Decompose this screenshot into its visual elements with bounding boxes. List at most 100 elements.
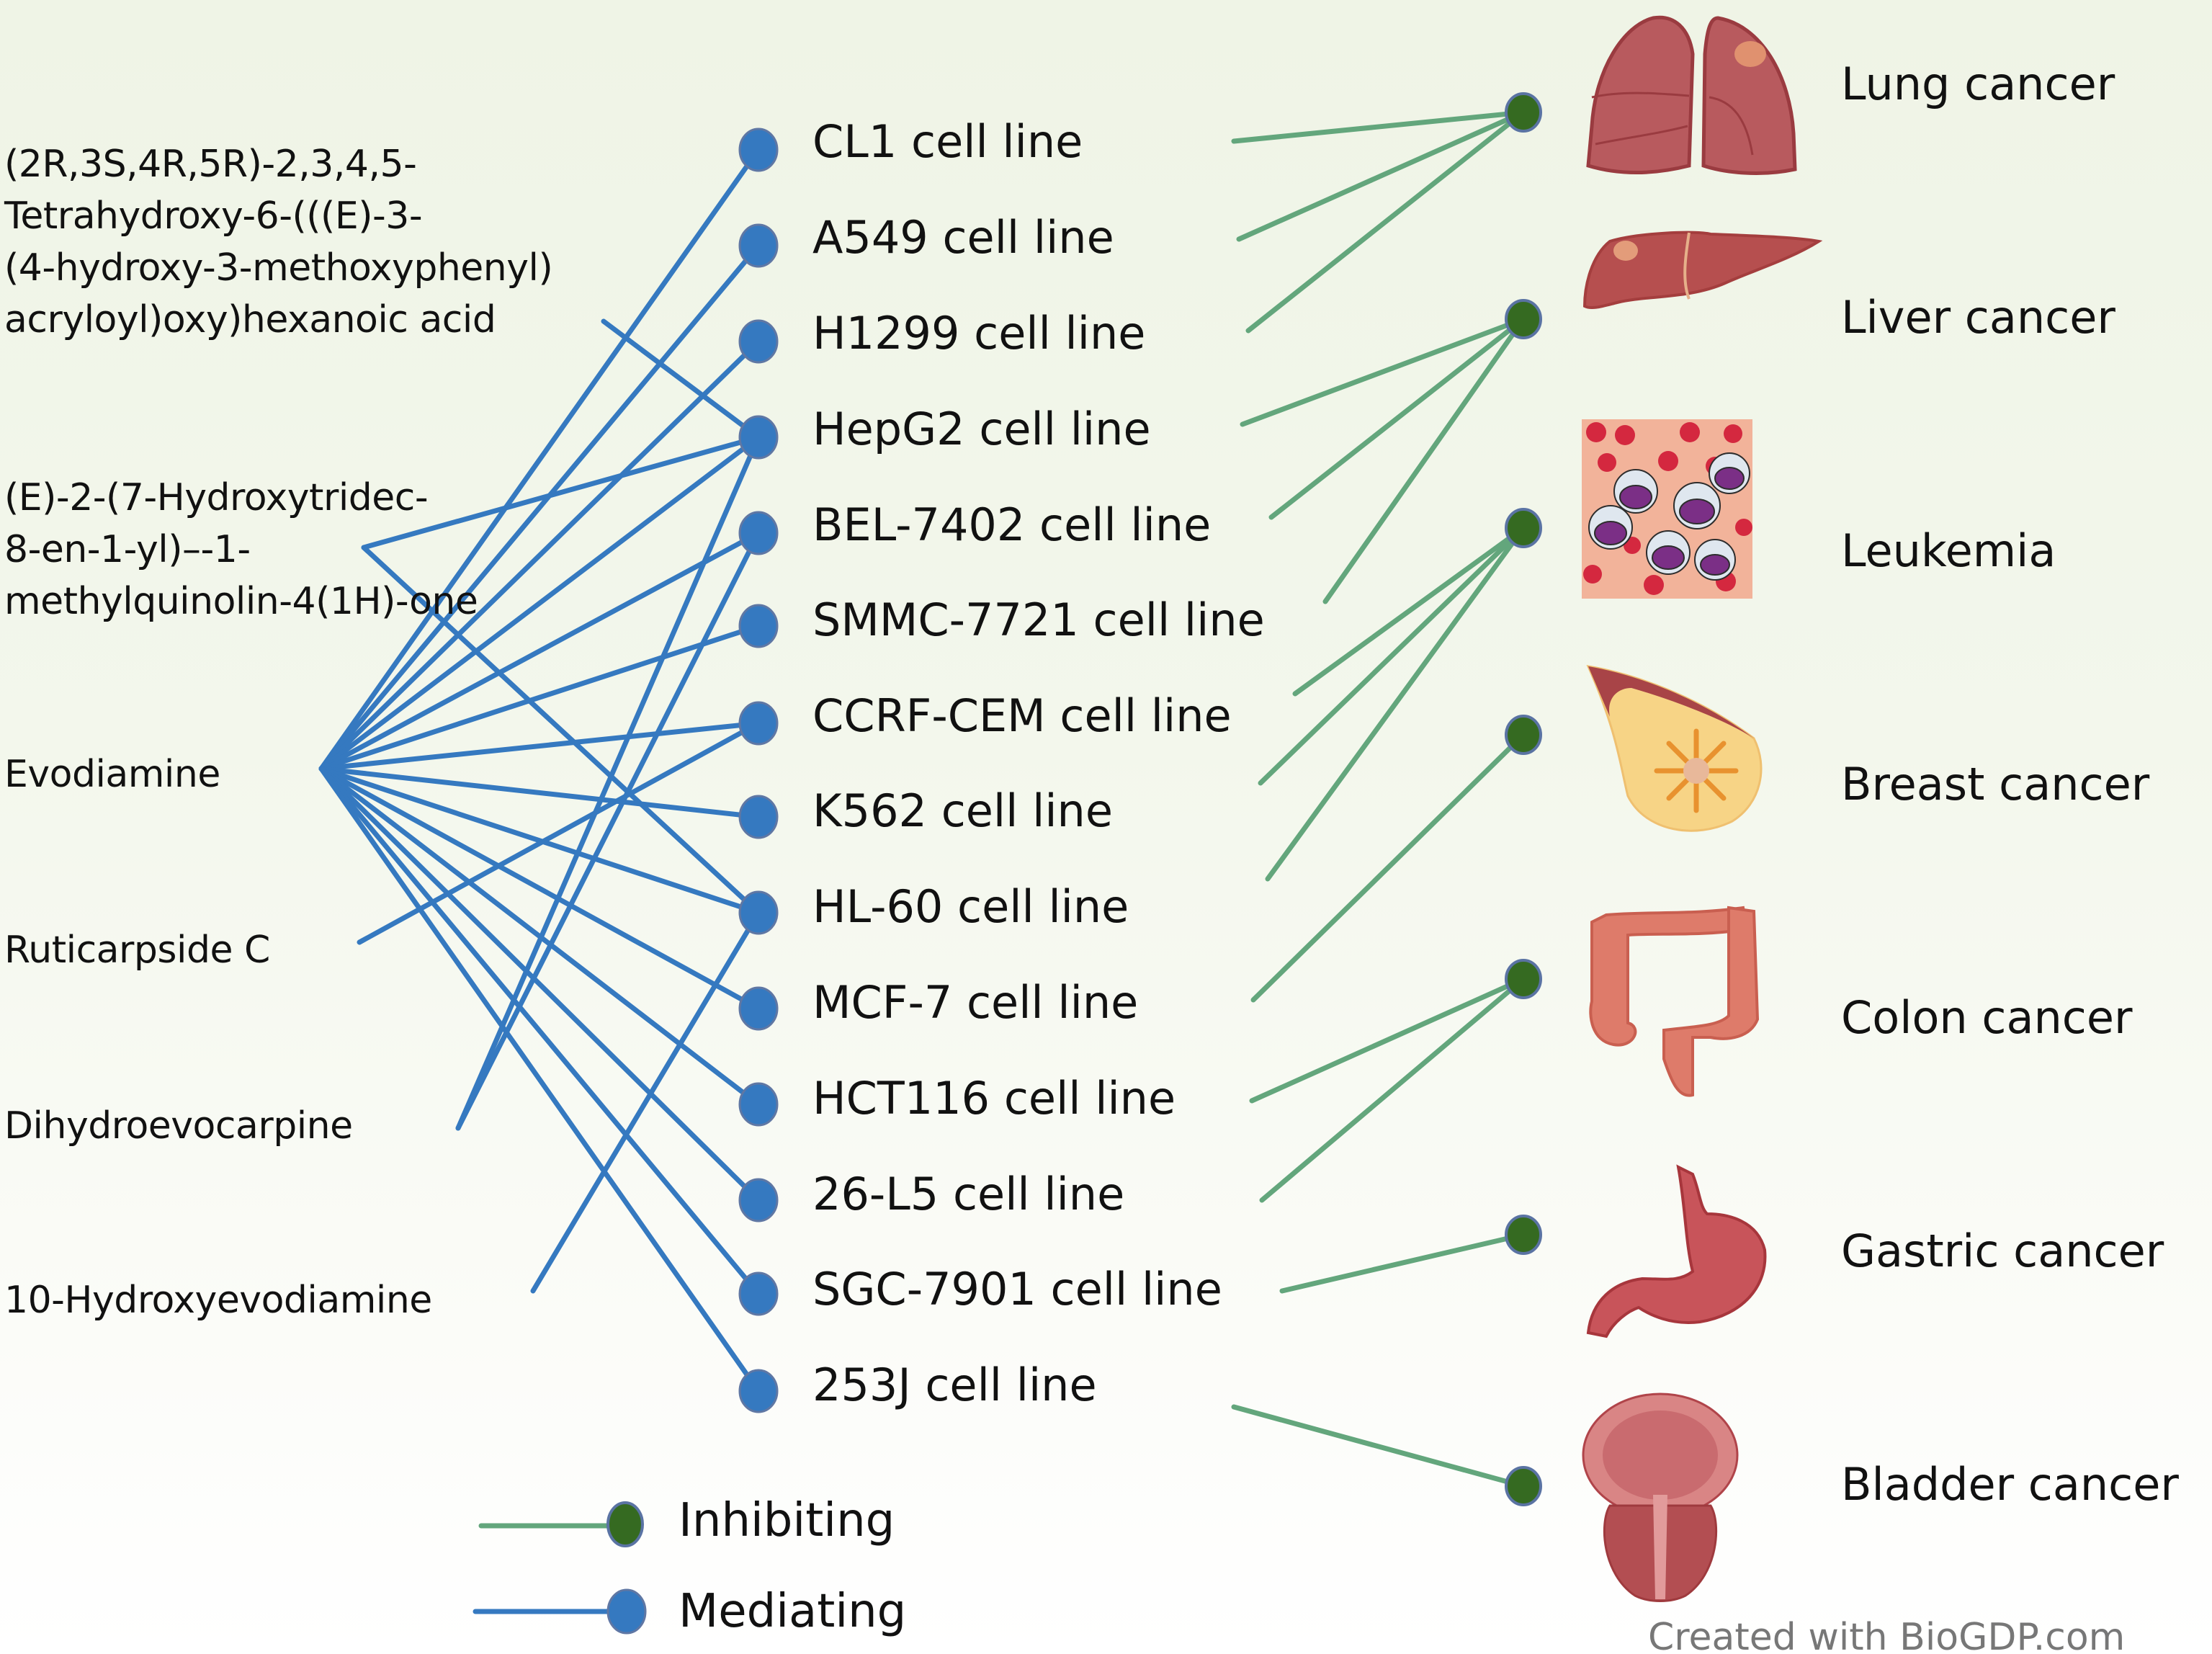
cancer-label-colon: Colon cancer xyxy=(1841,991,2133,1044)
cancer-node-colon xyxy=(1505,959,1542,999)
cell-line-node-cl1 xyxy=(738,128,779,172)
cancer-node-leukemia xyxy=(1505,508,1542,548)
cancer-label-bladder: Bladder cancer xyxy=(1841,1458,2179,1511)
inhibiting-edge-h1299-lung xyxy=(1245,109,1526,334)
inhibiting-edge-hl60-leukemia xyxy=(1265,525,1526,882)
liver-icon xyxy=(1582,231,1823,310)
cell-line-label: BEL-7402 cell line xyxy=(812,499,1211,551)
inhibiting-edge-sgc7901-gastric xyxy=(1279,1232,1526,1294)
cell-line-label: CL1 cell line xyxy=(812,115,1083,168)
mediating-edge-hydroxyevodiamine-hl60 xyxy=(530,910,761,1294)
cell-line-label: 26-L5 cell line xyxy=(812,1168,1124,1220)
mediating-marker-icon xyxy=(606,1588,647,1635)
cell-line-node-h1299 xyxy=(738,319,779,364)
inhibiting-edge-k562-leukemia xyxy=(1258,525,1526,786)
cell-line-node-smmc7721 xyxy=(738,604,779,648)
cell-line-node-k562 xyxy=(738,795,779,839)
cancer-label-lung: Lung cancer xyxy=(1841,58,2115,110)
inhibiting-edge-a549-lung xyxy=(1236,109,1526,242)
mediating-edge-tetrahydroxy-hepg2 xyxy=(601,318,761,440)
inhibiting-edge-26l5-colon xyxy=(1259,976,1526,1203)
cell-line-labels: CL1 cell line A549 cell line H1299 cell … xyxy=(812,115,1265,1411)
cancer-labels: Lung cancer Liver cancer Leukemia Breast… xyxy=(1841,58,2179,1511)
cancer-node-gastric xyxy=(1505,1215,1542,1255)
inhibiting-edge-smmc7721-liver xyxy=(1322,316,1526,604)
compound-labels: (2R,3S,4R,5R)-2,3,4,5- Tetrahydroxy-6-((… xyxy=(4,143,564,1322)
cancer-label-leukemia: Leukemia xyxy=(1841,524,2056,577)
mediating-edge-evodiamine-h1299 xyxy=(318,339,761,772)
lungs-icon xyxy=(1586,15,1797,175)
mediating-edge-dihydroevocarpine-hepg2 xyxy=(455,434,761,1131)
compound-label-evodiamine: Evodiamine xyxy=(4,753,220,796)
credit-watermark: Created with BioGDP.com xyxy=(1648,1616,2125,1654)
cell-line-label: 253J cell line xyxy=(812,1359,1097,1411)
inhibiting-edge-hepg2-liver xyxy=(1240,316,1526,427)
cancer-label-liver: Liver cancer xyxy=(1841,291,2115,344)
cell-line-nodes xyxy=(738,128,779,1413)
cell-line-node-253j xyxy=(738,1369,779,1413)
cancer-node-lung xyxy=(1505,92,1542,133)
inhibiting-edge-mcf7-breast xyxy=(1250,732,1526,1003)
mediating-edge-evodiamine-253j xyxy=(318,766,761,1394)
compound-label-dihydroevocarpine: Dihydroevocarpine xyxy=(4,1104,353,1148)
mediating-edges xyxy=(318,147,761,1394)
mediating-edge-evodiamine-mcf7 xyxy=(318,766,761,1011)
cell-line-node-a549 xyxy=(738,223,779,268)
mediating-edge-evodiamine-26l5 xyxy=(318,766,761,1203)
cell-line-label: H1299 cell line xyxy=(812,307,1145,359)
cancer-node-bladder xyxy=(1505,1466,1542,1506)
mediating-edge-evodiamine-a549 xyxy=(318,243,761,772)
bladder-icon xyxy=(1582,1393,1739,1602)
cell-line-node-bel7402 xyxy=(738,511,779,555)
compound-label-tetrahydroxy: (2R,3S,4R,5R)-2,3,4,5- Tetrahydroxy-6-((… xyxy=(4,143,564,341)
cancer-label-breast: Breast cancer xyxy=(1841,758,2150,810)
legend-item-inhibiting: Inhibiting xyxy=(478,1494,895,1547)
cell-line-label: SGC-7901 cell line xyxy=(812,1263,1222,1315)
cancer-node-liver xyxy=(1505,299,1542,339)
cancer-nodes xyxy=(1505,92,1542,1506)
inhibiting-edge-ccrfcem-leukemia xyxy=(1292,525,1526,697)
cell-line-label: CCRF-CEM cell line xyxy=(812,689,1232,742)
breast-icon xyxy=(1586,665,1763,832)
legend-label-inhibiting: Inhibiting xyxy=(679,1494,895,1547)
cell-line-label: A549 cell line xyxy=(812,211,1114,264)
cell-line-node-mcf7 xyxy=(738,986,779,1031)
cell-line-node-ccrfcem xyxy=(738,701,779,746)
mediating-edge-evodiamine-sgc7901 xyxy=(318,766,761,1297)
cell-line-label: HCT116 cell line xyxy=(812,1072,1176,1125)
inhibiting-edge-253j-bladder xyxy=(1231,1404,1526,1489)
mediating-edge-evodiamine-ccrfcem xyxy=(318,720,761,772)
mediating-edge-evodiamine-hepg2 xyxy=(318,434,761,772)
mediating-edge-evodiamine-smmc7721 xyxy=(318,623,761,772)
cell-line-node-26l5 xyxy=(738,1178,779,1222)
cell-line-label: MCF-7 cell line xyxy=(812,976,1138,1029)
stomach-icon xyxy=(1586,1164,1767,1338)
compound-label-hydroxytridec: (E)-2-(7-Hydroxytridec- 8-en-1-yl)–-1- m… xyxy=(4,476,478,623)
cell-line-label: HL-60 cell line xyxy=(812,880,1129,933)
cell-line-node-hct116 xyxy=(738,1082,779,1127)
legend-label-mediating: Mediating xyxy=(679,1585,906,1638)
legend-item-mediating: Mediating xyxy=(473,1585,906,1638)
cancer-label-gastric: Gastric cancer xyxy=(1841,1225,2164,1277)
cancer-node-breast xyxy=(1505,715,1542,755)
mediating-edge-evodiamine-k562 xyxy=(318,766,761,820)
cell-line-node-hl60 xyxy=(738,890,779,935)
inhibiting-marker-icon xyxy=(606,1501,644,1547)
mediating-edge-evodiamine-bel7402 xyxy=(318,530,761,772)
mediating-edge-dihydroevocarpine-bel7402 xyxy=(455,530,761,1131)
blood-cells-icon xyxy=(1582,419,1752,599)
compound-label-10-hydroxyevodiamine: 10-Hydroxyevodiamine xyxy=(4,1279,432,1322)
cell-line-node-hepg2 xyxy=(738,415,779,460)
mediating-edge-evodiamine-cl1 xyxy=(318,147,761,772)
mediating-edge-ruticarpside-c-ccrfcem xyxy=(357,720,761,945)
compound-label-ruticarpside-c: Ruticarpside C xyxy=(4,929,270,972)
cell-line-node-sgc7901 xyxy=(738,1271,779,1316)
colon-icon xyxy=(1589,906,1760,1097)
mediating-edge-hydroxytridec-hepg2 xyxy=(361,434,761,550)
cell-line-label: SMMC-7721 cell line xyxy=(812,594,1265,646)
inhibiting-edge-hct116-colon xyxy=(1249,976,1526,1104)
inhibiting-edge-bel7402-liver xyxy=(1268,316,1526,520)
legend: Inhibiting Mediating xyxy=(473,1494,906,1638)
inhibiting-edge-cl1-lung xyxy=(1231,109,1526,144)
